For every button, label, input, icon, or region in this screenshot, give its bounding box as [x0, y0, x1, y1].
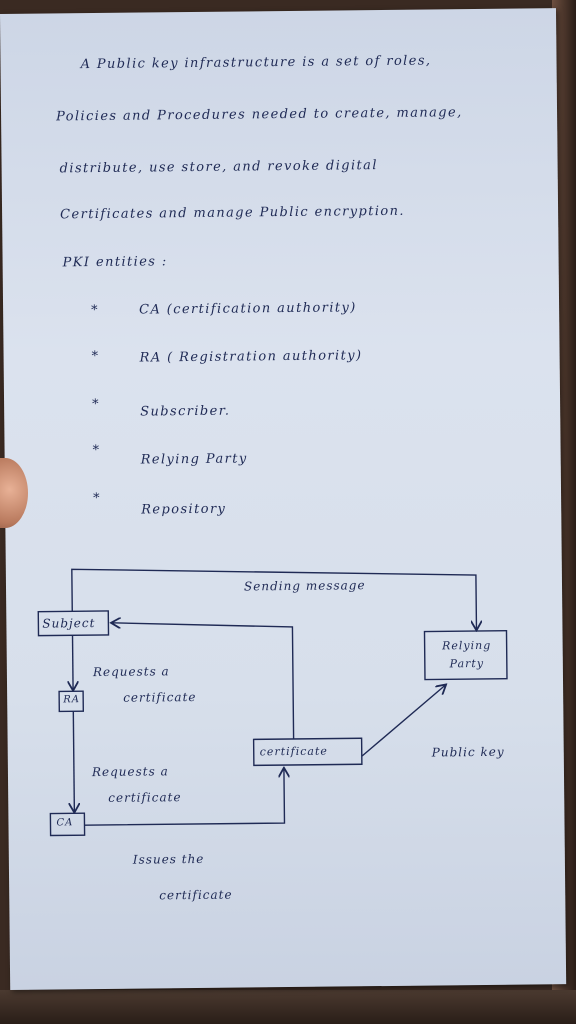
subject-label: Subject — [42, 616, 96, 631]
requests-label-1: Requests a — [92, 664, 170, 680]
public-key-arrow — [361, 685, 446, 757]
requests-label-2b: certificate — [108, 790, 182, 805]
issues-label-b: certificate — [159, 887, 233, 903]
notebook-page: A Public key infrastructure is a set of … — [0, 8, 567, 990]
subject-box — [37, 610, 110, 637]
pki-flow-diagram — [37, 568, 508, 837]
requests-label-2: Requests a — [91, 764, 169, 780]
ra-to-ca-arrow — [73, 711, 74, 811]
ca-to-certificate-arrow — [84, 769, 285, 826]
ca-label: CA — [56, 817, 74, 829]
requests-label-1b: certificate — [123, 689, 197, 705]
certificate-to-subject-arrow — [112, 621, 295, 739]
subject-to-ra-arrow — [73, 635, 74, 689]
sending-message-arrow — [71, 568, 477, 633]
sending-message-label: Sending message — [243, 578, 366, 594]
ra-label: RA — [63, 694, 81, 706]
issues-label: Issues the — [132, 851, 205, 867]
ca-box — [49, 812, 86, 837]
public-key-label: Public key — [431, 744, 505, 760]
ra-box — [58, 690, 85, 713]
relying-party-label: Relying Party — [441, 638, 492, 671]
relying-party-box — [423, 630, 508, 681]
certificate-box — [252, 737, 363, 767]
table-surface-bottom — [0, 990, 576, 1024]
certificate-label: certificate — [259, 744, 328, 759]
